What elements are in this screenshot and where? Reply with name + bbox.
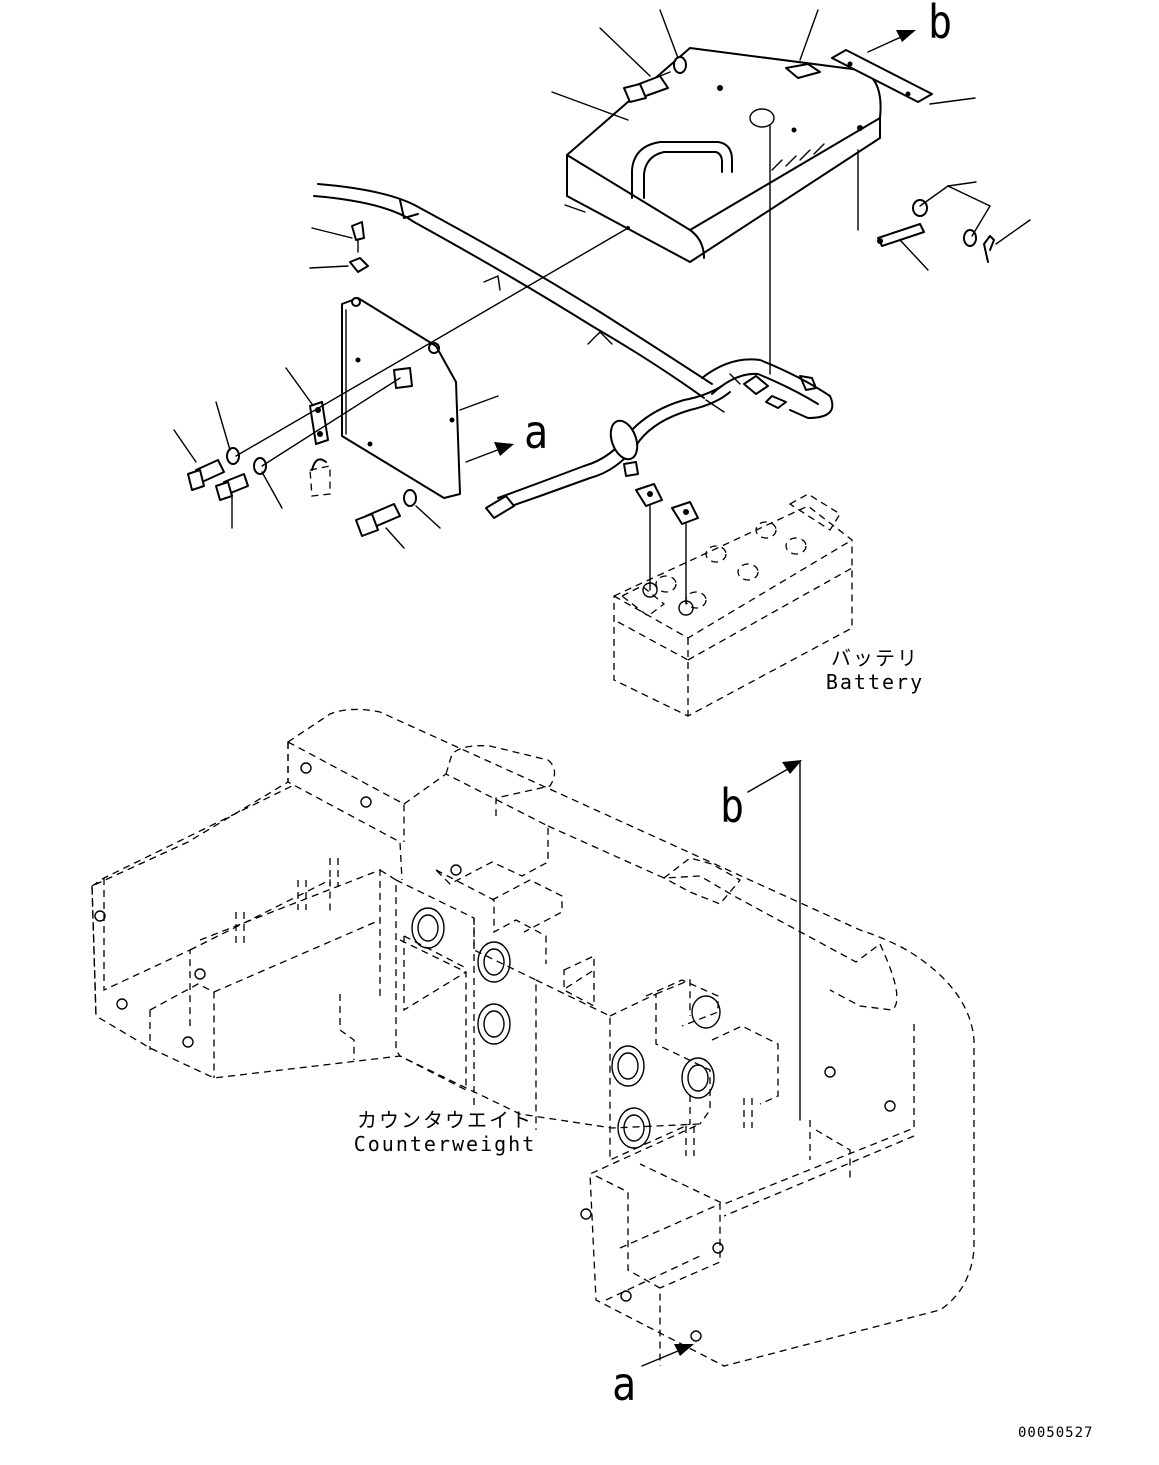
washer-icon [673,56,687,74]
arrow-icon [747,760,802,1121]
battery-terminal [671,501,699,605]
bolt-icon [623,71,671,103]
ref-a-label: a [524,406,549,460]
bolt-icon [355,503,401,537]
battery-label: バッテリ Battery [820,648,930,692]
battery-side-plate [341,297,461,499]
nut-icon [349,257,369,273]
washer-icon [253,457,267,475]
bolt-icon [187,459,225,491]
counterweight-label-en: Counterweight [353,1132,537,1156]
battery-label-ja: バッテリ [831,646,919,670]
arrow-icon [465,442,514,463]
arrow-icon [867,30,916,53]
battery-label-en: Battery [825,670,925,694]
washer-icon [403,489,417,507]
battery-cable [313,183,834,519]
ref-a-label: a [612,1358,637,1412]
arrow-icon [641,1344,694,1367]
pin-icon [983,235,995,263]
ref-b-label: b [928,0,953,50]
ref-b-label: b [720,780,745,834]
battery [613,493,853,717]
counterweight-label: カウンタウエイト Counterweight [350,1110,540,1154]
washer-icon [226,447,240,465]
stay-bar [877,223,925,247]
counterweight-label-ja: カウンタウエイト [357,1108,533,1132]
bolt-icon [351,221,365,253]
battery-cover [564,47,882,263]
clamp-icon [309,401,329,445]
bracket-plate [831,49,933,103]
drawing-number: 00050527 [1018,1425,1094,1441]
clip-icon [309,458,331,497]
counterweight [91,708,975,1367]
leader-line [173,9,1031,549]
battery-terminal [635,483,663,591]
